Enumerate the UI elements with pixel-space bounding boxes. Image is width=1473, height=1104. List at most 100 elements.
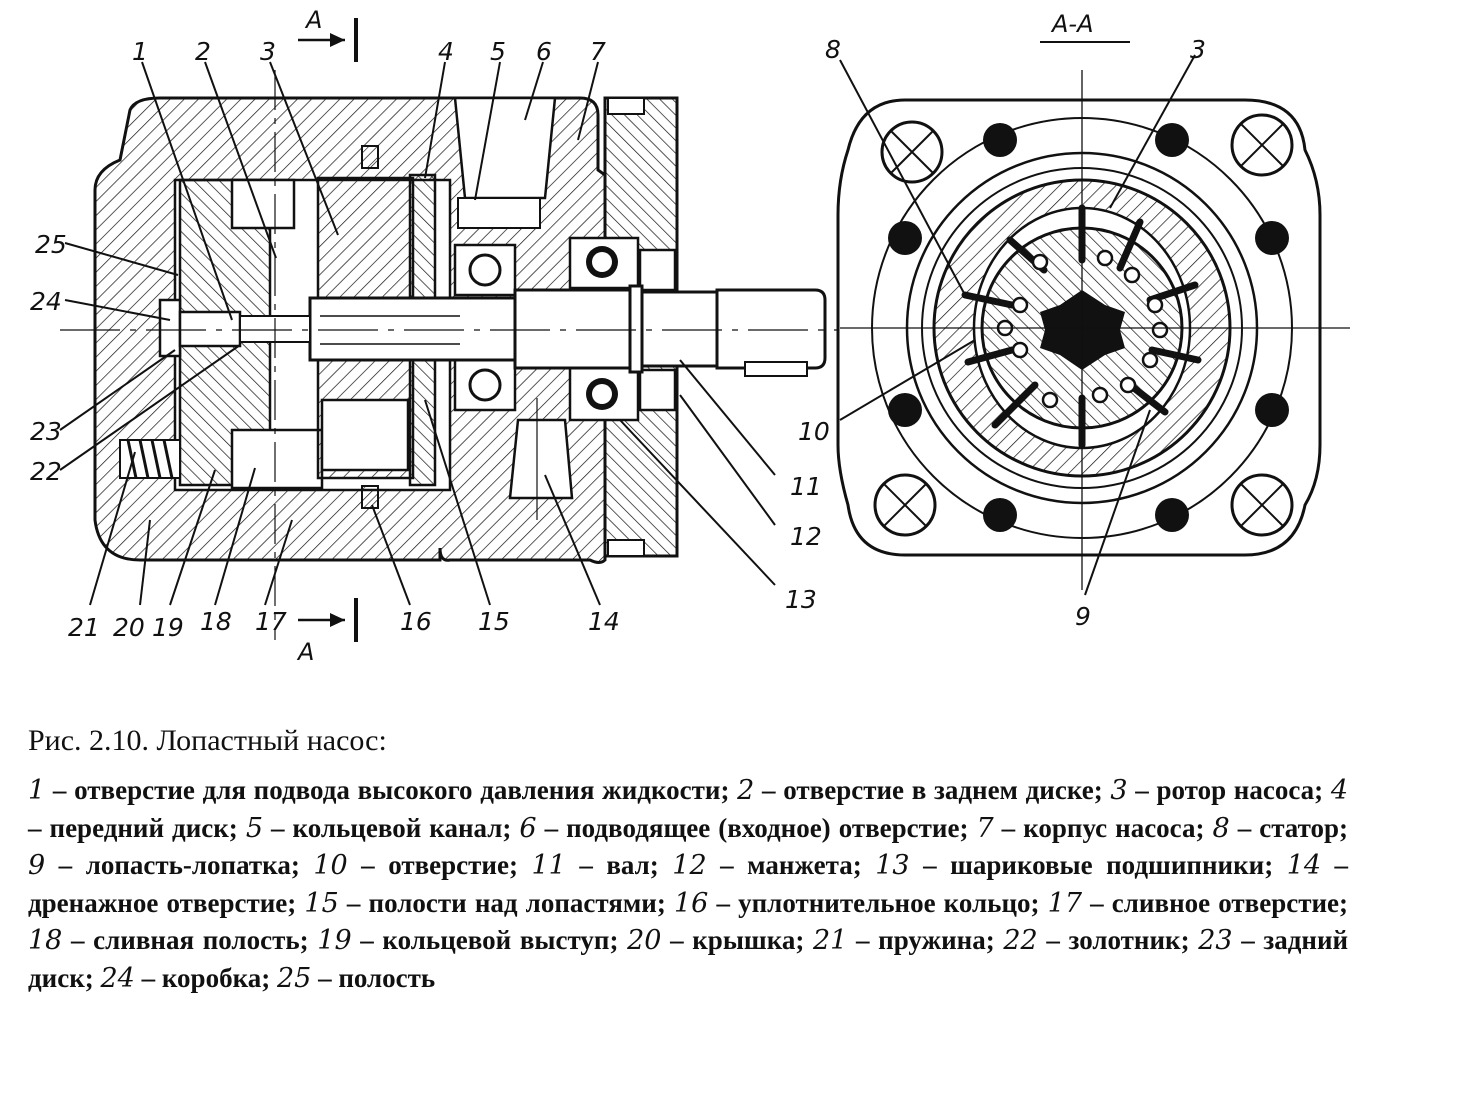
legend-item-number: 14 — [1286, 850, 1322, 881]
longitudinal-section — [60, 70, 850, 640]
legend-item-number: 9 — [28, 850, 46, 881]
callout-20: 20 — [113, 613, 145, 642]
legend-item: 1 – отверстие для подвода высокого давле… — [28, 775, 730, 806]
figure-title: Рис. 2.10. Лопастный насос: — [28, 724, 387, 757]
legend-item-number: 16 — [673, 887, 709, 919]
cut-label-bottom: A — [296, 638, 314, 666]
callout-19: 19 — [152, 613, 184, 642]
legend-item-number: 25 — [276, 962, 312, 994]
legend-item-text: отверстие; — [388, 850, 518, 880]
legend-item: 2 – отверстие в заднем диске; — [737, 775, 1103, 806]
legend-item: 6 – подводящее (входное) отверстие; — [519, 812, 969, 844]
callout-18: 18 — [200, 607, 232, 636]
legend-item-number: 12 — [672, 850, 707, 881]
legend-item: 24 – коробка; — [100, 962, 271, 994]
box — [158, 298, 182, 358]
legend-item: 14 – дренажное отверстие; — [28, 850, 1349, 918]
callout-23: 23 — [30, 417, 62, 446]
legend-item: 12 – манжета; — [672, 850, 862, 881]
figure-caption: Рис. 2.10. Лопастный насос: 1 – отверсти… — [28, 724, 1348, 997]
legend-item-number: 18 — [28, 925, 63, 956]
legend-item: 23 – задний диск; — [28, 925, 1349, 993]
legend-item: 21 – пружина; — [813, 925, 995, 956]
legend-item: 19 – кольцевой выступ; — [317, 925, 619, 956]
legend-item-text: корпус насоса; — [1023, 812, 1205, 843]
legend-item-number: 5 — [245, 812, 263, 844]
callout-5: 5 — [490, 37, 506, 66]
legend-item-number: 13 — [875, 850, 910, 881]
callout-24: 24 — [30, 287, 62, 316]
callout-15: 15 — [478, 607, 510, 636]
legend-item-text: дренажное отверстие; — [28, 887, 297, 918]
legend-item-text: полость — [338, 962, 436, 993]
legend-item: 22 – золотник; — [1003, 925, 1190, 956]
callout-3-section: 3 — [1190, 35, 1206, 64]
legend-text: 1 – отверстие для подвода высокого давле… — [28, 772, 1348, 997]
legend-item: 17 – сливное отверстие; — [1047, 887, 1349, 919]
legend-item-text: задний диск; — [28, 925, 1349, 993]
callout-21: 21 — [68, 613, 100, 642]
legend-item-number: 20 — [627, 925, 662, 956]
legend-item-text: кольцевой выступ; — [382, 925, 619, 955]
legend-item-number: 11 — [531, 850, 566, 881]
legend-item: 11 – вал; — [531, 850, 659, 881]
legend-item: 5 – кольцевой канал; — [245, 812, 512, 844]
callout-7: 7 — [590, 37, 606, 66]
legend-item-text: отверстие для подвода высокого давления … — [74, 775, 730, 805]
legend-item-text: подводящее (входное) отверстие; — [566, 812, 969, 843]
legend-item-number: 1 — [28, 775, 46, 806]
legend-item-text: вал; — [606, 850, 659, 880]
legend-item-text: коробка; — [161, 962, 271, 993]
cut-marker: A A — [296, 6, 358, 666]
legend-item-text: отверстие в заднем диске; — [783, 775, 1103, 805]
callout-9: 9 — [1075, 602, 1091, 631]
legend-item: 10 – отверстие; — [313, 850, 518, 881]
legend-item-number: 24 — [100, 962, 135, 994]
legend-item-text: ротор насоса; — [1156, 775, 1324, 805]
cut-label-top: A — [304, 6, 322, 34]
screws — [888, 123, 1289, 532]
legend-item-text: манжета; — [747, 850, 862, 880]
holes — [996, 249, 1169, 409]
legend-item: 4 – передний диск; — [28, 775, 1349, 843]
legend-item-number: 6 — [519, 812, 537, 844]
legend-item: 3 – ротор насоса; — [1110, 775, 1324, 806]
spool — [178, 310, 242, 348]
legend-item-number: 4 — [1330, 775, 1349, 806]
legend-item-number: 17 — [1047, 887, 1083, 919]
leader-lines — [59, 54, 1196, 606]
legend-item-number: 10 — [313, 850, 348, 881]
legend-item-number: 15 — [304, 887, 339, 919]
callout-6: 6 — [536, 37, 552, 66]
cuff-seal — [638, 248, 677, 292]
callout-labels: 1 2 3 4 5 6 7 8 3 10 9 11 12 13 14 15 16… — [30, 35, 1206, 642]
legend-item-number: 2 — [737, 775, 755, 806]
legend-item-text: передний диск; — [49, 812, 238, 843]
callout-22: 22 — [30, 457, 62, 486]
callout-13: 13 — [785, 585, 817, 614]
legend-item-text: статор; — [1259, 812, 1349, 843]
legend-item-number: 19 — [317, 925, 352, 956]
callout-1: 1 — [132, 37, 148, 66]
legend-item-text: сливная полость; — [93, 925, 309, 955]
legend-item-text: крышка; — [692, 925, 805, 955]
callout-8: 8 — [825, 35, 841, 64]
legend-item-text: пружина; — [878, 925, 995, 955]
legend-item-number: 3 — [1110, 775, 1128, 806]
legend-item-text: золотник; — [1068, 925, 1190, 955]
callout-4: 4 — [438, 37, 454, 66]
legend-item-number: 21 — [813, 925, 848, 956]
callout-16: 16 — [400, 607, 432, 636]
callout-17: 17 — [255, 607, 287, 636]
legend-item: 20 – крышка; — [627, 925, 805, 956]
legend-item-text: лопасть-лопатка; — [85, 850, 300, 880]
legend-item: 9 – лопасть-лопатка; — [28, 850, 300, 881]
callout-10: 10 — [798, 417, 830, 446]
legend-item-number: 22 — [1003, 925, 1038, 956]
legend-item: 16 – уплотнительное кольцо; — [673, 887, 1040, 919]
drain-port — [508, 418, 574, 500]
legend-item-number: 23 — [1198, 925, 1233, 956]
callout-14: 14 — [588, 607, 620, 636]
legend-item-text: сливное отверстие; — [1111, 887, 1349, 918]
legend-item: 7 – корпус насоса; — [976, 812, 1205, 844]
